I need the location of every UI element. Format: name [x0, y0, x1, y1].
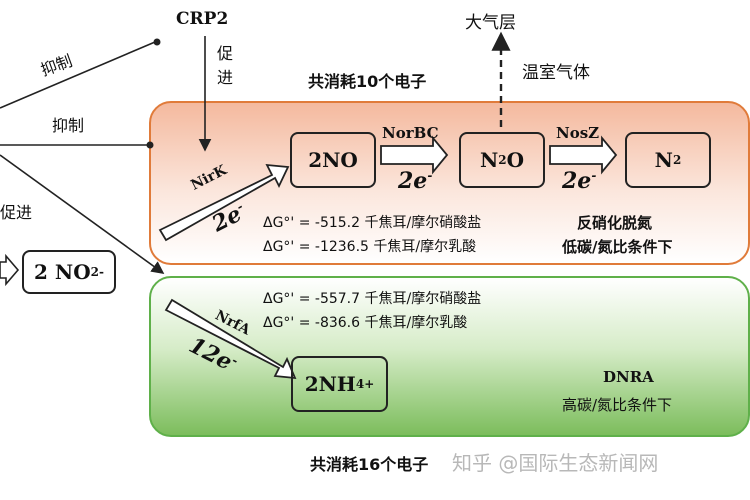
left-partial-arrow	[0, 253, 20, 287]
nitrite-text: 2 NO	[34, 260, 91, 284]
nosz-electrons: 2e-	[562, 168, 597, 194]
denitrification-panel	[149, 101, 750, 265]
denit-dg-nitrate: ΔG°' = -515.2 千焦耳/摩尔硝酸盐	[263, 215, 482, 231]
norbc-electrons-text: 2e	[398, 168, 428, 194]
watermark: 知乎 @国际生态新闻网	[452, 451, 659, 475]
no-text: 2NO	[308, 148, 358, 172]
dnra-panel	[149, 276, 750, 437]
n2-sub: 2	[672, 153, 682, 167]
denit-process-label: 反硝化脱氮	[577, 214, 653, 232]
electron-consumption-16: 共消耗16个电子	[310, 455, 429, 474]
norbc-block-arrow	[380, 135, 449, 175]
nosz-block-arrow	[549, 135, 618, 175]
promote-line-to-nrfa	[0, 154, 165, 274]
inhibit-line-to-crp2	[0, 41, 156, 109]
n2o-sub: 2	[498, 153, 507, 167]
promote-label: 促进	[0, 203, 33, 222]
denit-condition-label: 低碳/氮比条件下	[562, 238, 673, 256]
denit-dg-lactate: ΔG°' = -1236.5 千焦耳/摩尔乳酸	[263, 239, 477, 255]
nitrite-sub: 2	[90, 265, 99, 279]
norbc-label: NorBC	[382, 124, 439, 142]
ammonium-text: 2NH	[304, 372, 356, 396]
ammonium-sup: +	[364, 377, 375, 391]
dnra-process-label: DNRA	[603, 368, 654, 386]
norbc-electrons: 2e-	[398, 168, 433, 194]
ammonium-sub: 4	[355, 377, 365, 391]
electron-consumption-10: 共消耗10个电子	[308, 72, 427, 91]
promote-char-2: 进	[217, 68, 234, 87]
dnra-dg-nitrate: ΔG°' = -557.7 千焦耳/摩尔硝酸盐	[263, 291, 482, 307]
dnra-condition-label: 高碳/氮比条件下	[562, 396, 673, 414]
nosz-label: NosZ	[556, 124, 600, 142]
promote-char-1: 促	[217, 44, 234, 63]
no-box: 2NO	[290, 132, 376, 188]
nosz-electrons-text: 2e	[562, 168, 592, 194]
crp2-promote-label: 促 进	[217, 42, 235, 90]
crp2-label: CRP2	[176, 9, 229, 29]
dnra-dg-lactate: ΔG°' = -836.6 千焦耳/摩尔乳酸	[263, 315, 468, 331]
atmosphere-label: 大气层	[465, 13, 516, 33]
greenhouse-gas-label: 温室气体	[522, 63, 590, 83]
nitrite-sup: -	[98, 265, 104, 279]
inhibit-label-2: 抑制	[52, 116, 85, 135]
n2o-o: O	[506, 148, 525, 172]
inhibit-end-dot-2	[146, 141, 154, 149]
n2o-n: N	[479, 148, 499, 172]
nirk-block-arrow	[158, 163, 290, 242]
inhibit-end-dot	[153, 38, 161, 46]
n2-n: N	[654, 148, 673, 172]
